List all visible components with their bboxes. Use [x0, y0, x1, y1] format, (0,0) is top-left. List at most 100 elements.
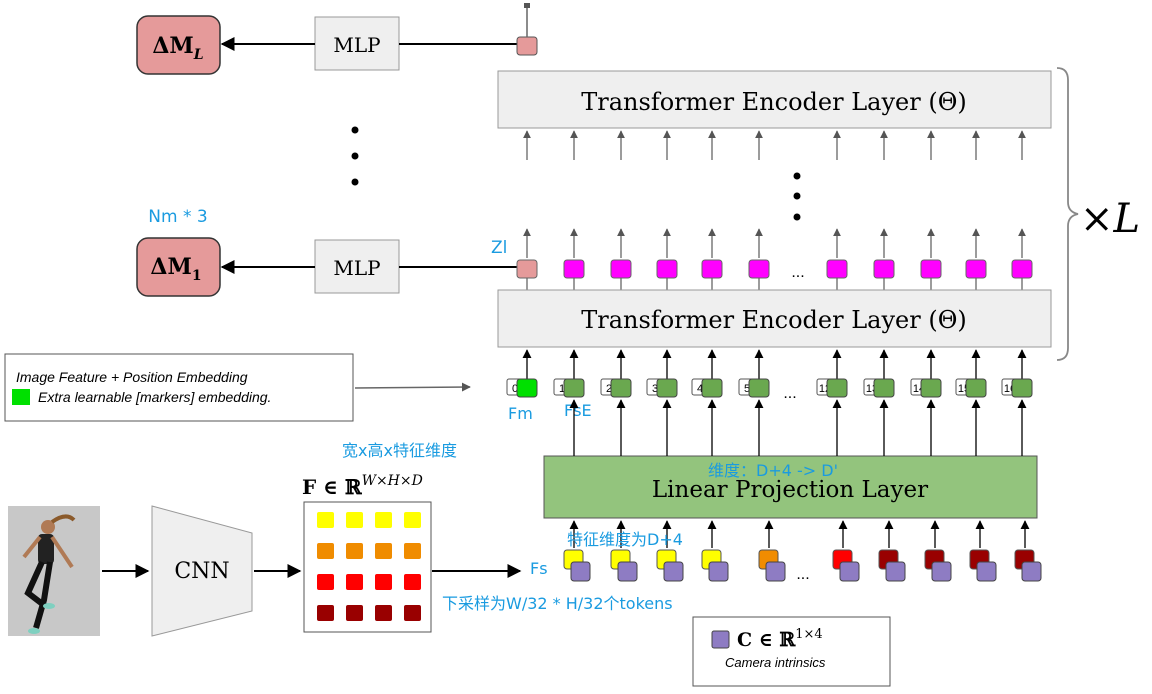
- delta-m-1-label: ΔM1: [150, 254, 201, 284]
- feature-cell: [346, 543, 363, 559]
- dot: [351, 152, 359, 160]
- feature-cell: [346, 512, 363, 528]
- image-token: [610, 378, 632, 398]
- encoder-top-input-arrows: [523, 130, 1026, 160]
- mid-token: [965, 259, 987, 279]
- cnn-label: CNN: [174, 559, 229, 584]
- index-label: 4: [697, 383, 703, 395]
- legend-box: [4, 353, 354, 422]
- mid-token: [873, 259, 895, 279]
- fs-dim-note: 特征维度为D+4: [567, 530, 683, 549]
- mid-ellipsis: ...: [791, 264, 804, 281]
- image-token: [873, 378, 895, 398]
- delta-m-1-box: [136, 237, 221, 297]
- mid-token: [656, 259, 678, 279]
- camera-box: [692, 616, 891, 687]
- feature-cell: [404, 543, 421, 559]
- linear-projection-box: [543, 455, 1038, 519]
- feature-cell: [317, 543, 334, 559]
- feature-formula: F ∈ ℝW×H×D: [302, 473, 423, 499]
- mid-token: [748, 259, 770, 279]
- feature-cell: [404, 605, 421, 621]
- legend-line2: Extra learnable [markers] embedding.: [38, 389, 271, 405]
- dot: [351, 126, 359, 134]
- legend-marker-swatch: [12, 389, 30, 405]
- mid-token: [701, 259, 723, 279]
- encoder-bottom-output-tokens: [516, 228, 1033, 290]
- feature-cell: [375, 512, 392, 528]
- camera-formula: C ∈ ℝ1×4: [737, 627, 823, 651]
- mlp-bottom-label: MLP: [333, 256, 380, 280]
- index-label: 0: [512, 383, 518, 395]
- feature-cell: [375, 574, 392, 590]
- index-label: 1: [559, 383, 565, 395]
- index-label: 2: [606, 383, 612, 395]
- repeat-brace: [1056, 67, 1079, 361]
- feature-cell: [317, 574, 334, 590]
- encoder-top-box: [497, 70, 1052, 129]
- dot: [793, 172, 801, 180]
- fs-ellipsis: ...: [796, 566, 809, 583]
- feature-cell: [375, 543, 392, 559]
- linear-input-arrows: [569, 520, 1030, 548]
- image-token: [920, 378, 942, 398]
- dot: [793, 213, 801, 221]
- linear-dim-note: 维度：D+4 -> D': [708, 461, 838, 480]
- camera-token: [931, 561, 952, 582]
- mid-token: [920, 259, 942, 279]
- top-cls-token: [516, 36, 538, 56]
- camera-token: [765, 561, 786, 582]
- mlp-top-box: [314, 16, 400, 71]
- feature-cell: [375, 605, 392, 621]
- fs-token-pairs: [563, 549, 1042, 582]
- image-token: [701, 378, 723, 398]
- camera-token: [839, 561, 860, 582]
- input-ellipsis: ...: [783, 385, 796, 402]
- encoder-bottom-label: Transformer Encoder Layer (Θ): [581, 306, 966, 334]
- camera-token: [885, 561, 906, 582]
- camera-token: [617, 561, 638, 582]
- fm-label: Fm: [508, 404, 533, 423]
- feature-map-cells: [317, 512, 421, 621]
- zl-token: [516, 259, 538, 279]
- legend-arrow: [354, 382, 471, 392]
- top-token-cap: [524, 3, 530, 8]
- nm3-note: Nm * 3: [148, 207, 207, 227]
- delta-m-l-box: [136, 15, 221, 75]
- feature-cell: [317, 605, 334, 621]
- camera-token: [1021, 561, 1042, 582]
- camera-token: [663, 561, 684, 582]
- camera-caption: Camera intrinsics: [725, 655, 826, 670]
- mid-token: [1011, 259, 1033, 279]
- image-token: [965, 378, 987, 398]
- cnn-trapezoid: [151, 505, 253, 637]
- mid-token: [826, 259, 848, 279]
- camera-swatch: [711, 630, 730, 649]
- marker-token: [516, 378, 538, 398]
- camera-token: [976, 561, 997, 582]
- dot: [351, 178, 359, 186]
- delta-m-l-label: ΔML: [152, 33, 203, 63]
- feature-cell: [404, 574, 421, 590]
- index-label: 3: [652, 383, 658, 395]
- runner-figure: [22, 514, 76, 634]
- fse-label: FsE: [564, 401, 592, 420]
- image-token: [563, 378, 585, 398]
- zl-label: Zl: [491, 238, 507, 258]
- linear-projection-label: Linear Projection Layer: [652, 477, 928, 503]
- feature-cell: [317, 512, 334, 528]
- repeat-label: ×L: [1080, 196, 1140, 242]
- mid-token: [563, 259, 585, 279]
- fs-label: Fs: [530, 559, 548, 578]
- dot: [793, 192, 801, 200]
- image-token: [748, 378, 770, 398]
- feature-cell: [346, 605, 363, 621]
- index-label: 5: [744, 383, 750, 395]
- image-token: [826, 378, 848, 398]
- mid-token: [610, 259, 632, 279]
- legend-line1: Image Feature + Position Embedding: [16, 369, 248, 385]
- mlp-top-label: MLP: [333, 33, 380, 57]
- encoder-top-label: Transformer Encoder Layer (Θ): [581, 88, 966, 116]
